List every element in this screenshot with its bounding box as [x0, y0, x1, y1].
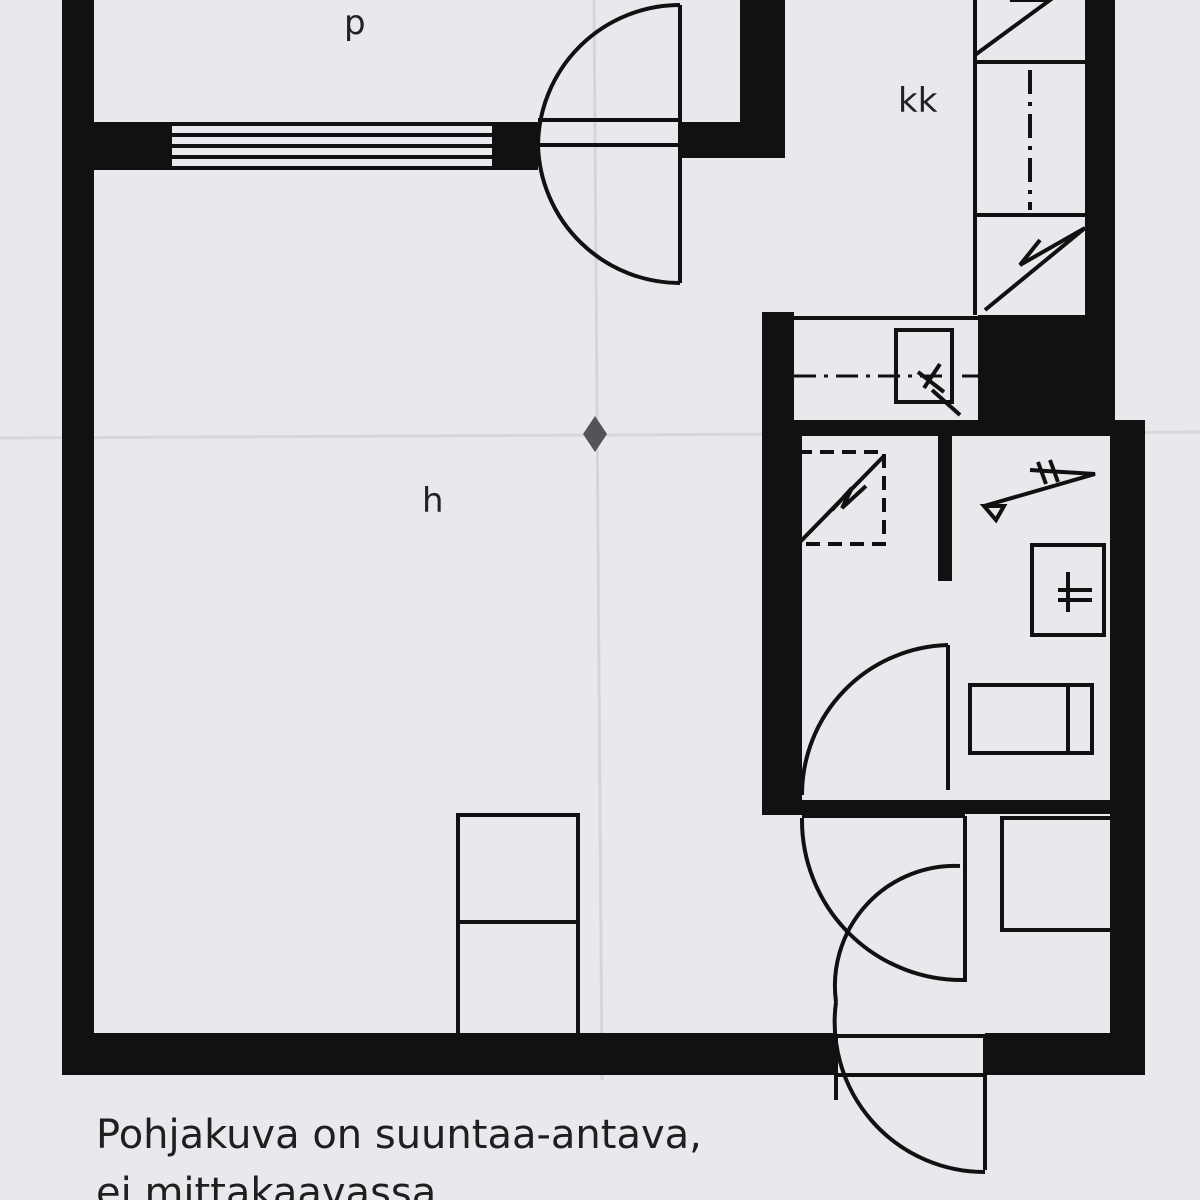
- balcony-right-wall: [740, 0, 785, 158]
- kitchen-wall-block: [978, 315, 1110, 420]
- outer-wall-bottom-left: [62, 1033, 834, 1075]
- bathroom-wall-left: [762, 420, 802, 815]
- paper-fold-hole: [583, 416, 607, 452]
- bathroom-wall-top: [762, 420, 1145, 436]
- outer-wall-left: [62, 0, 94, 1075]
- hallway-lines: [799, 814, 1114, 1175]
- wardrobe: [456, 813, 580, 1037]
- shower-head-icon: [979, 459, 1096, 524]
- balcony-wall-left: [62, 122, 172, 170]
- kitchen-tap-icon: [916, 362, 962, 417]
- outer-wall-right-lower: [1110, 430, 1145, 1075]
- kitchen-sink: [894, 328, 954, 404]
- kitchen-cabinets: [973, 0, 1087, 315]
- bathroom-door: [800, 643, 950, 796]
- room-label-living: h: [422, 481, 444, 521]
- balcony-door: [536, 3, 682, 285]
- washbasin-tap-icon: [1058, 572, 1092, 612]
- bathroom-wall-bottom: [802, 800, 1145, 814]
- washbasin: [1030, 543, 1106, 637]
- room-label-kitchen: kk: [898, 81, 938, 121]
- bathroom-partition: [938, 436, 952, 581]
- paper-fold-vertical: [592, 0, 604, 1081]
- caption-line-2: ei mittakaavassa: [96, 1170, 436, 1200]
- toilet: [968, 683, 1094, 755]
- electrical-panel-icon: [798, 454, 886, 544]
- caption-line-1: Pohjakuva on suuntaa-antava,: [96, 1112, 702, 1158]
- balcony-wall-mid: [492, 122, 538, 170]
- electrical-panel: [796, 450, 886, 546]
- kitchen-lower-wall: [762, 312, 794, 422]
- room-label-balcony: p: [344, 3, 366, 43]
- balcony-window: [172, 122, 492, 170]
